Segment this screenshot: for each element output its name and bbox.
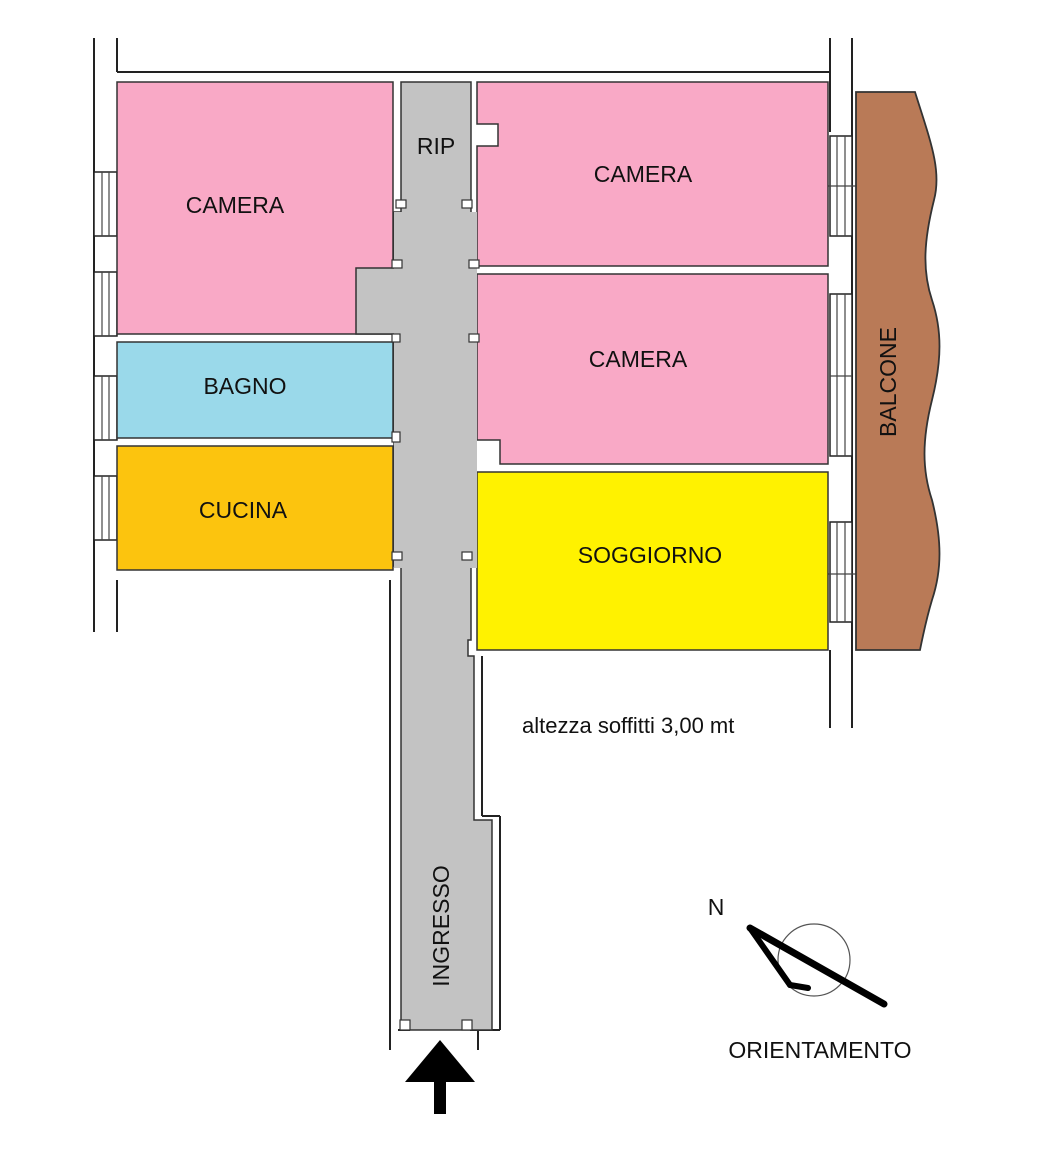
room-bagno-fill [116, 341, 394, 439]
room-cucina: CUCINA [116, 445, 394, 571]
compass: N ORIENTAMENTO [708, 894, 912, 1063]
compass-north-label: N [708, 894, 725, 920]
compass-circle [777, 923, 851, 997]
room-rip-label: RIP [417, 133, 455, 159]
room-camera-top-right: CAMERA [476, 81, 829, 267]
room-soggiorno-label: SOGGIORNO [578, 542, 722, 568]
room-balcone: BALCONE [855, 91, 941, 651]
room-cucina-label: CUCINA [199, 497, 288, 523]
room-soggiorno: SOGGIORNO [476, 471, 829, 651]
ceiling-height-note: altezza soffitti 3,00 mt [522, 713, 734, 738]
compass-arrow-icon [746, 924, 888, 1008]
room-camera-left-fill [116, 81, 394, 335]
corridor-center-strip [394, 212, 477, 568]
room-camera-mid-right-label: CAMERA [589, 346, 688, 372]
room-camera-left: CAMERA [116, 81, 394, 335]
room-camera-top-right-fill [476, 81, 829, 267]
arrow-up-icon [405, 1040, 475, 1114]
room-bagno-label: BAGNO [203, 373, 286, 399]
room-balcone-fill [855, 91, 941, 651]
room-cucina-fill [116, 445, 394, 571]
room-ingresso-nook [355, 267, 397, 335]
room-camera-left-label: CAMERA [186, 192, 285, 218]
room-camera-mid-right: CAMERA [476, 273, 829, 465]
room-ingresso-label: INGRESSO [428, 865, 454, 986]
door-jambs [391, 199, 480, 1031]
room-bagno: BAGNO [116, 341, 394, 439]
outer-walls [93, 38, 862, 1050]
room-balcone-label: BALCONE [875, 327, 901, 437]
compass-caption: ORIENTAMENTO [728, 1037, 911, 1063]
room-ingresso: RIP INGRESSO [355, 81, 493, 1031]
room-camera-top-right-label: CAMERA [594, 161, 693, 187]
